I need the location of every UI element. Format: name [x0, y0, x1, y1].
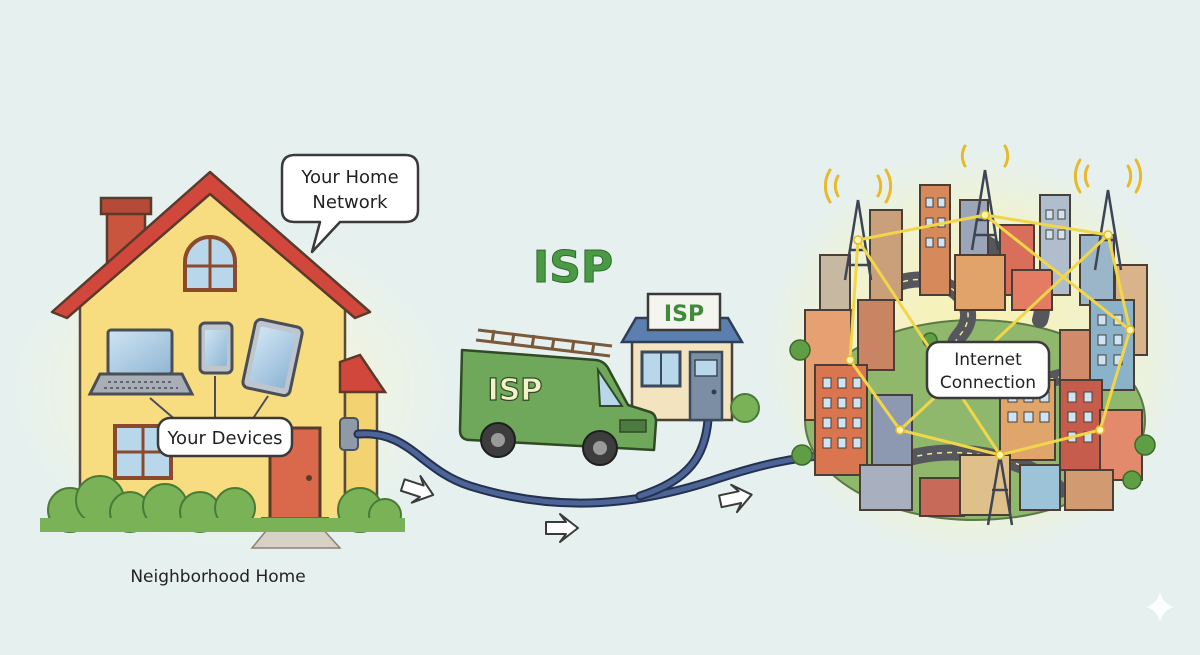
- tablet-icon: [241, 317, 304, 398]
- sparkle-icon: [1146, 592, 1174, 622]
- devices-group: [87, 317, 304, 429]
- arrow-icon-2: [545, 513, 579, 543]
- home-network-label-line1: Your Home: [300, 167, 398, 188]
- arrow-icon-3: [718, 483, 753, 514]
- network-cable: [353, 415, 835, 508]
- isp-title: ISP: [533, 242, 613, 293]
- isp-store-sign: ISP: [664, 302, 704, 327]
- signal-waves-icon: [823, 144, 1143, 204]
- home-network-callout: Your Home Network: [280, 153, 420, 254]
- neighborhood-house: [10, 170, 450, 550]
- flow-arrows: [399, 475, 753, 543]
- devices-label-box: Your Devices: [156, 416, 294, 458]
- internet-city: Internet Connection: [765, 144, 1185, 560]
- isp-van: ISP: [458, 328, 658, 466]
- internet-connection-box: Internet Connection: [925, 340, 1051, 400]
- isp-store: ISP: [619, 292, 760, 423]
- phone-icon: [198, 321, 234, 375]
- neighborhood-home-caption: Neighborhood Home: [130, 567, 305, 587]
- internet-connection-label-line1: Internet: [954, 350, 1022, 370]
- attic-window: [183, 235, 237, 292]
- devices-label: Your Devices: [166, 428, 282, 449]
- arrow-icon-1: [399, 475, 435, 504]
- home-network-label-line2: Network: [312, 192, 388, 213]
- laptop-icon: [87, 328, 195, 396]
- isp-van-label: ISP: [488, 373, 543, 408]
- internet-connection-label-line2: Connection: [940, 373, 1036, 393]
